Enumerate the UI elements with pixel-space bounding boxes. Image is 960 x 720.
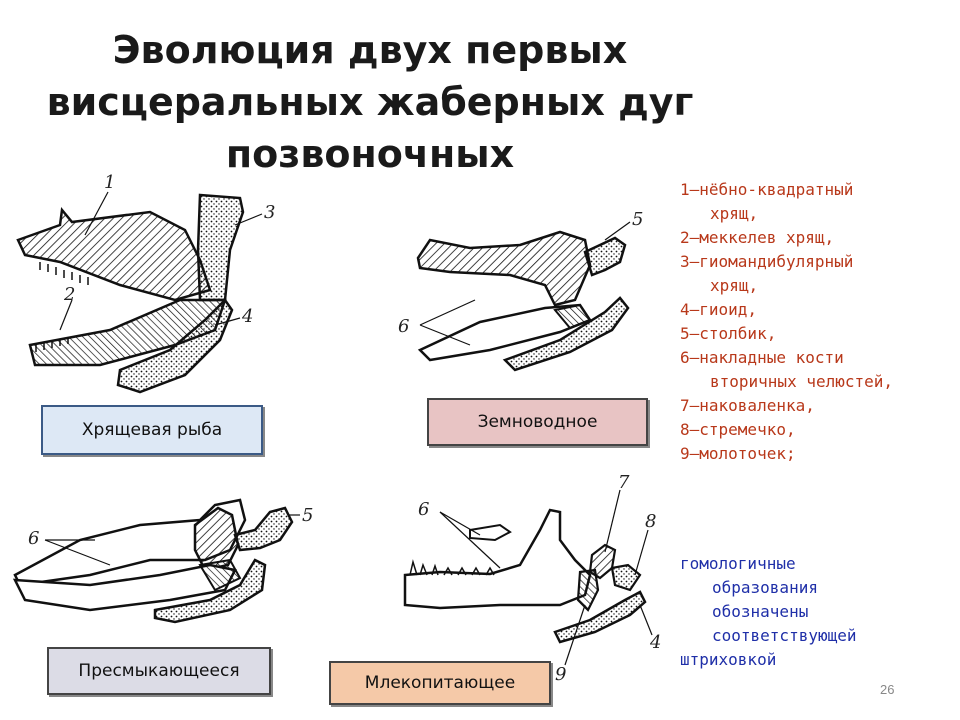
legend-item-3-cont: хрящ,	[710, 276, 759, 295]
caption-mammal-text: Млекопитающее	[364, 673, 516, 693]
reptile-quadrate	[193, 506, 240, 572]
legend-text: стремечко,	[699, 420, 796, 439]
legend-item-3: 3—гиомандибулярный	[680, 250, 955, 274]
legend-text: столбик,	[699, 324, 777, 343]
legend-text: гиоид,	[699, 300, 758, 319]
homology-note: гомологичные образования обозначены соот…	[680, 552, 955, 672]
bone-legend: 1—нёбно-квадратный хрящ, 2—меккелев хрящ…	[680, 178, 955, 466]
fish-lower-teeth	[35, 337, 69, 352]
homology-line-5: штриховкой	[680, 650, 777, 669]
title-line-3: позвоночных	[225, 132, 515, 176]
legend-text: наковаленка,	[699, 396, 815, 415]
amphibian-label-6: 6	[398, 316, 409, 337]
reptile-articular	[198, 558, 242, 592]
mammal-bone-fragment	[469, 523, 512, 542]
legend-item-9: 9—молоточек;	[680, 442, 955, 466]
mammal-dentary	[403, 508, 592, 610]
caption-amphibian: Земноводное	[427, 398, 648, 446]
legend-num: 1—	[680, 180, 700, 199]
slide-title: Эволюция двух первых висцеральных жаберн…	[40, 24, 700, 180]
caption-fish-text: Хрящевая рыба	[81, 420, 223, 440]
mammal-jaw-diagram: 6 7 8 9 4	[403, 472, 661, 685]
amphibian-jaw-diagram: 5 6	[398, 209, 643, 372]
amphibian-hyoid	[502, 296, 630, 372]
legend-text: меккелев хрящ,	[699, 228, 835, 247]
legend-item-6: 6—накладные кости	[680, 346, 955, 370]
amphibian-palatoquadrate	[416, 230, 592, 307]
legend-text: молоточек;	[699, 444, 796, 463]
legend-item-1: 1—нёбно-квадратный	[680, 178, 955, 202]
mammal-malleus	[576, 568, 600, 612]
homology-line-3: обозначены	[712, 602, 809, 621]
homology-line-4: соответствующей	[712, 626, 857, 645]
title-line-2: висцеральных жаберных дуг	[46, 80, 694, 124]
mammal-label-7: 7	[618, 472, 630, 493]
legend-text: гиомандибулярный	[699, 252, 854, 271]
mammal-label-8: 8	[645, 511, 656, 532]
legend-item-1-cont: хрящ,	[710, 204, 759, 223]
legend-item-8: 8—стремечко,	[680, 418, 955, 442]
legend-num: 5—	[680, 324, 700, 343]
reptile-label-5: 5	[302, 505, 313, 526]
reptile-columella	[233, 506, 294, 552]
legend-num: 6—	[680, 348, 700, 367]
legend-item-2: 2—меккелев хрящ,	[680, 226, 955, 250]
fish-hyomandibular	[196, 193, 245, 302]
legend-item-4: 4—гиоид,	[680, 298, 955, 322]
caption-mammal: Млекопитающее	[329, 661, 551, 705]
reptile-jaw-diagram: 6 5	[12, 498, 313, 624]
caption-fish: Хрящевая рыба	[41, 405, 263, 455]
reptile-skull	[13, 498, 247, 587]
mammal-stapes	[610, 563, 642, 592]
fish-palatoquadrate	[16, 207, 212, 302]
mammal-hyoid	[553, 590, 647, 644]
caption-reptile-text: Пресмыкающееся	[78, 661, 240, 681]
mammal-teeth	[409, 559, 495, 576]
homology-line-2: образования	[712, 578, 818, 597]
mammal-label-4: 4	[649, 632, 661, 653]
legend-num: 9—	[680, 444, 700, 463]
page-number: 26	[880, 682, 895, 697]
legend-text: нёбно-квадратный	[699, 180, 854, 199]
caption-reptile: Пресмыкающееся	[47, 647, 271, 695]
legend-num: 4—	[680, 300, 700, 319]
fish-label-1: 1	[104, 172, 115, 193]
legend-num: 2—	[680, 228, 700, 247]
fish-jaw-diagram: 1 2 3 4	[16, 172, 275, 394]
legend-item-6-cont: вторичных челюстей,	[710, 372, 894, 391]
legend-num: 3—	[680, 252, 700, 271]
fish-label-4: 4	[241, 306, 253, 327]
fish-upper-teeth	[39, 262, 89, 285]
caption-amphibian-text: Земноводное	[477, 412, 598, 432]
reptile-hyoid	[153, 558, 267, 624]
amphibian-columella	[583, 236, 627, 277]
amphibian-label-5: 5	[632, 209, 643, 230]
legend-item-5: 5—столбик,	[680, 322, 955, 346]
fish-hyoid	[116, 298, 234, 394]
mammal-label-9: 9	[555, 664, 566, 685]
legend-text: накладные кости	[699, 348, 844, 367]
legend-num: 8—	[680, 420, 700, 439]
title-line-1: Эволюция двух первых	[112, 28, 628, 72]
fish-label-3: 3	[264, 202, 275, 223]
mammal-label-6: 6	[418, 499, 429, 520]
reptile-label-6: 6	[28, 528, 39, 549]
homology-line-1: гомологичные	[680, 554, 796, 573]
legend-num: 7—	[680, 396, 700, 415]
legend-item-7: 7—наковаленка,	[680, 394, 955, 418]
fish-label-2: 2	[63, 284, 75, 305]
